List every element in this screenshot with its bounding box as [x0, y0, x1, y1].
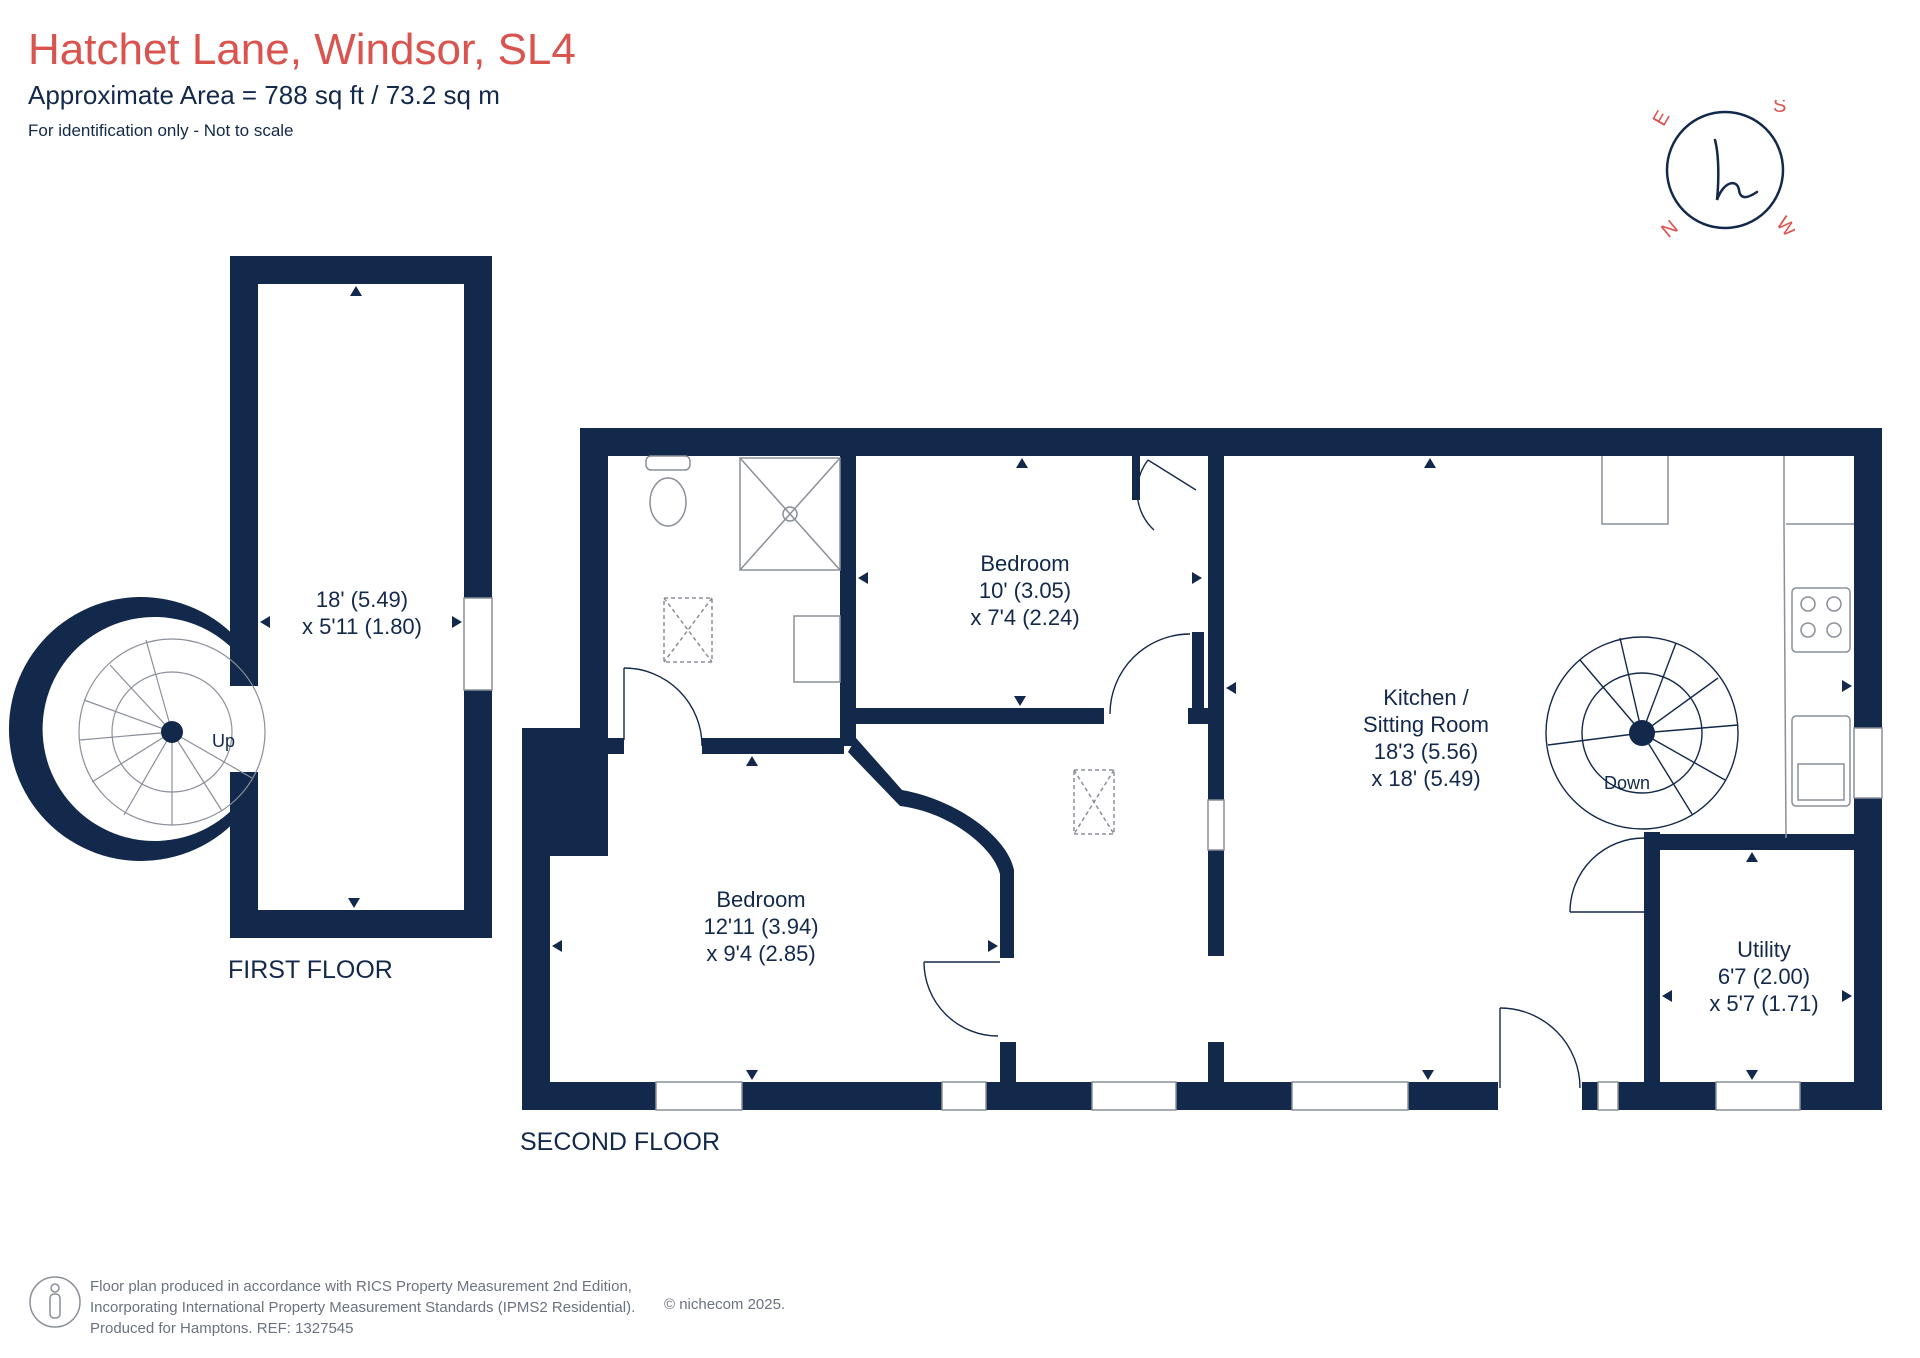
kitchen-name2: Sitting Room	[1363, 712, 1489, 737]
curved-bedroom-wall	[848, 738, 1014, 958]
bath-skylight	[663, 597, 713, 663]
kitchen-dim1: 18'3 (5.56)	[1373, 739, 1479, 764]
footer-line2: Incorporating International Property Mea…	[90, 1299, 636, 1316]
hall-skylight	[1073, 769, 1115, 835]
bottom-wall-4	[1176, 1082, 1292, 1110]
first-floor-spiral-stair	[78, 638, 266, 826]
plan-title: Hatchet Lane, Windsor, SL4	[28, 25, 576, 74]
spiral-stair-enclosure	[8, 596, 259, 861]
first-floor-room-text: 18' (5.49) x 5'11 (1.80)	[272, 586, 452, 640]
footer-text: Floor plan produced in accordance with R…	[90, 1276, 635, 1339]
compass-logo-icon: S E N W	[1649, 100, 1795, 242]
bedroom-lower-text: Bedroom 12'11 (3.94) x 9'4 (2.85)	[656, 886, 866, 967]
stair-down-label: Down	[1604, 773, 1651, 793]
bedroom-upper-dim1: 10' (3.05)	[978, 578, 1072, 603]
bedroom-upper-bottom-wall	[840, 708, 1104, 724]
utility-text: Utility 6'7 (2.00) x 5'7 (1.71)	[1674, 936, 1854, 1017]
shower-tray	[739, 457, 841, 571]
first-floor-label: FIRST FLOOR	[228, 956, 393, 984]
second-floor-top-wall	[580, 428, 1882, 456]
kitchen-left-wall-stub	[1208, 1042, 1224, 1082]
footer-line3: Produced for Hamptons. REF: 1327545	[90, 1320, 354, 1337]
bottom-wall-5	[1408, 1082, 1498, 1110]
second-floor-right-wall-upper	[1854, 428, 1882, 728]
second-floor-spiral-stair	[1545, 636, 1739, 830]
bottom-wall-6	[1582, 1082, 1598, 1110]
first-floor-right-wall-lower	[464, 690, 492, 938]
disclaimer-note: For identification only - Not to scale	[28, 121, 294, 140]
first-floor-left-wall-upper	[230, 256, 258, 686]
cupboard-wall	[1132, 456, 1140, 500]
second-floor-left-wall-upper	[580, 428, 608, 742]
bottom-wall-3	[986, 1082, 1092, 1110]
toilet	[649, 477, 687, 527]
footer-line1: Floor plan produced in accordance with R…	[90, 1278, 632, 1295]
kitchen-dim2: x 18' (5.49)	[1371, 766, 1481, 791]
first-floor-room-dim1: 18' (5.49)	[315, 587, 409, 612]
kitchen-worktop	[1783, 456, 1787, 839]
hall-wall-stub	[1000, 1042, 1016, 1082]
utility-dim2: x 5'7 (1.71)	[1709, 991, 1819, 1016]
first-floor-bottom-wall	[230, 910, 492, 938]
bottom-wall-1	[522, 1082, 656, 1110]
stair-up-label: Up	[212, 731, 236, 751]
approximate-area: Approximate Area = 788 sq ft / 73.2 sq m	[28, 80, 500, 110]
kitchen-sink	[1791, 715, 1851, 807]
door-swings	[623, 459, 1645, 1089]
second-floor-stair-newel	[1629, 720, 1655, 746]
bath-bottom-wall	[702, 738, 844, 754]
bedroom-lower-dim2: x 9'4 (2.85)	[706, 941, 816, 966]
stair-bulkhead	[1601, 456, 1669, 525]
first-floor-top-wall	[230, 256, 492, 284]
bath-bottom-stub	[606, 738, 624, 754]
bedroom-upper-name: Bedroom	[980, 551, 1070, 576]
kitchen-left-wall	[1208, 456, 1224, 956]
person-icon	[29, 1276, 81, 1328]
bedroom-lower-dim1: 12'11 (3.94)	[703, 914, 819, 939]
hob	[1791, 587, 1851, 653]
bath-bedroom-partition	[840, 456, 856, 746]
kitchen-text: Kitchen / Sitting Room 18'3 (5.56) x 18'…	[1316, 684, 1536, 792]
compass-s: S	[1773, 100, 1786, 117]
first-floor-right-wall-upper	[464, 256, 492, 598]
second-floor-label: SECOND FLOOR	[520, 1128, 721, 1156]
bedroom-upper-door-jamb	[1192, 632, 1204, 718]
walls	[230, 256, 1882, 1110]
bedroom-lower-name: Bedroom	[716, 887, 806, 912]
utility-dim1: 6'7 (2.00)	[1717, 964, 1811, 989]
copyright: © nichecom 2025.	[664, 1296, 786, 1313]
bedroom-upper-text: Bedroom 10' (3.05) x 7'4 (2.24)	[920, 550, 1130, 631]
kitchen-name1: Kitchen /	[1383, 685, 1469, 710]
bedroom-upper-dim2: x 7'4 (2.24)	[970, 605, 1080, 630]
utility-name: Utility	[1737, 937, 1791, 962]
spiral-stair-newel	[161, 721, 183, 743]
fixtures	[645, 455, 1854, 839]
bottom-wall-2	[742, 1082, 942, 1110]
windows	[463, 597, 1883, 1111]
utility-left-wall-mid	[1644, 996, 1660, 1082]
first-floor-room-dim2: x 5'11 (1.80)	[302, 614, 422, 639]
dimension-arrows	[260, 286, 1852, 1080]
utility-top-wall	[1644, 834, 1882, 850]
bath-basin	[793, 615, 841, 683]
utility-left-wall-upper	[1644, 834, 1660, 916]
second-floor-left-wall-lower	[522, 728, 550, 1110]
bottom-wall-7	[1618, 1082, 1716, 1110]
